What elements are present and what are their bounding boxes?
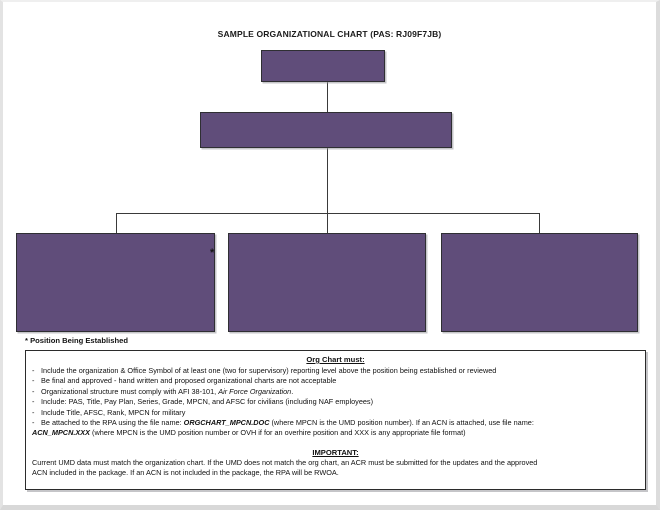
bullet-text: Include: PAS, Title, Pay Plan, Series, G… <box>41 397 374 407</box>
continuation-text: (where MPCN is the UMD position number o… <box>89 428 466 438</box>
list-item: -Be final and approved - hand written an… <box>32 376 639 386</box>
bullet-text: Be attached to the RPA using the file na… <box>41 418 184 428</box>
important-heading: IMPORTANT: <box>312 447 359 457</box>
bullet-text-italic: Air Force Organization <box>218 386 292 396</box>
connector-second-to-bus <box>327 148 328 213</box>
connector-horizontal-bus <box>116 213 540 214</box>
list-item: -Be attached to the RPA using the file n… <box>32 418 639 428</box>
bullet-text: Include Title, AFSC, Rank, MPCN for mili… <box>41 407 186 417</box>
page-title: SAMPLE ORGANIZATIONAL CHART (PAS: RJ09F7… <box>217 29 442 39</box>
org-box-top-level[interactable] <box>261 50 385 82</box>
notes-continuation-line: ACN_MPCN.XXX (where MPCN is the UMD posi… <box>32 428 639 438</box>
notes-bullet-list: -Include the organization & Office Symbo… <box>32 366 639 428</box>
bullet-dash: - <box>32 386 35 396</box>
list-item: -Organizational structure must comply wi… <box>32 387 639 397</box>
bullet-dash: - <box>32 397 35 407</box>
footnote-position-being-established: * Position Being Established <box>25 336 128 345</box>
continuation-filename: ACN_MPCN.XXX <box>32 428 90 438</box>
important-body-line-2: ACN included in the package. If an ACN i… <box>32 468 339 478</box>
org-box-child-2[interactable] <box>228 233 426 332</box>
bullet-text-filename: ORGCHART_MPCN.DOC <box>183 418 270 428</box>
bullet-text-tail: . <box>291 386 294 396</box>
list-item: -Include Title, AFSC, Rank, MPCN for mil… <box>32 408 639 418</box>
notes-heading: Org Chart must: <box>306 355 365 364</box>
bullet-text-tail: (where MPCN is the UMD position number).… <box>269 418 534 428</box>
org-box-second-level[interactable] <box>200 112 452 148</box>
list-item: -Include the organization & Office Symbo… <box>32 366 639 376</box>
bullet-text: Organizational structure must comply wit… <box>41 386 219 396</box>
list-item: -Include: PAS, Title, Pay Plan, Series, … <box>32 397 639 407</box>
bullet-dash: - <box>32 376 35 386</box>
connector-drop-child-1 <box>116 213 117 233</box>
important-body-line-1: Current UMD data must match the organiza… <box>32 457 538 467</box>
org-box-child-3[interactable] <box>441 233 638 332</box>
org-box-child-1[interactable] <box>16 233 215 332</box>
bullet-dash: - <box>32 366 35 375</box>
bullet-dash: - <box>32 418 35 428</box>
position-established-asterisk: * <box>210 247 215 259</box>
bullet-dash: - <box>32 407 35 417</box>
bullet-text: Be final and approved - hand written and… <box>41 376 337 386</box>
notes-panel: Org Chart must: -Include the organizatio… <box>25 350 646 490</box>
bullet-text: Include the organization & Office Symbol… <box>41 366 497 375</box>
connector-top-to-second <box>327 82 328 112</box>
chart-canvas: SAMPLE ORGANIZATIONAL CHART (PAS: RJ09F7… <box>3 2 656 505</box>
connector-drop-child-2 <box>327 213 328 233</box>
connector-drop-child-3 <box>539 213 540 233</box>
